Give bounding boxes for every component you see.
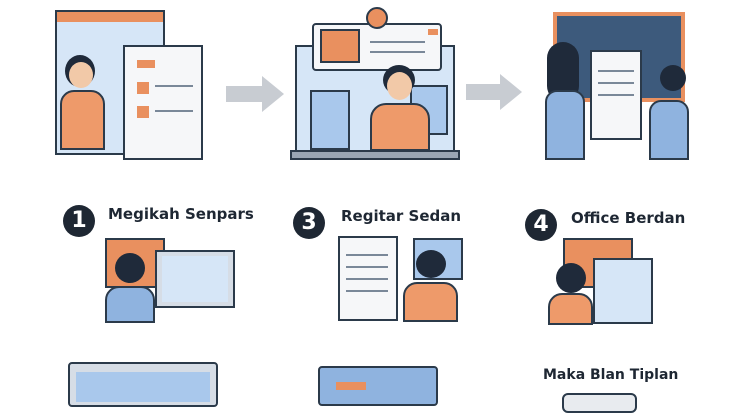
image-icon [320,29,360,63]
illustration-team-review [545,10,690,162]
person-body [649,100,689,160]
illustration-document-form [338,236,468,324]
person-body [545,90,585,160]
illustration-video-call [100,238,240,323]
step-label: Regitar Sedan [341,207,462,225]
card [562,393,637,413]
person-body [370,103,430,151]
window-titlebar [57,12,163,22]
arrow-right-icon [226,86,262,102]
step-label: Megikah Senpars [108,205,254,223]
step-label: Maka Blan Tiplan [543,367,679,383]
illustration-office-docs [548,238,668,326]
person-body [60,90,105,150]
arrow-right-icon [466,84,500,100]
step-number-badge: 4 [525,209,557,241]
clipboard-icon [123,45,203,160]
checkbox-icon [137,106,149,118]
illustration-storefront [290,5,460,163]
checkbox-icon [137,82,149,94]
illustration-clipboard-presenter [55,10,205,160]
step-number-badge: 3 [293,207,325,239]
step-number-badge: 1 [63,205,95,237]
person-body [403,282,458,322]
step-label: Office Berdan [571,209,686,227]
clock-icon [366,7,388,29]
person-body [548,293,593,325]
person-body [105,286,155,323]
checkbox-icon [137,60,155,68]
